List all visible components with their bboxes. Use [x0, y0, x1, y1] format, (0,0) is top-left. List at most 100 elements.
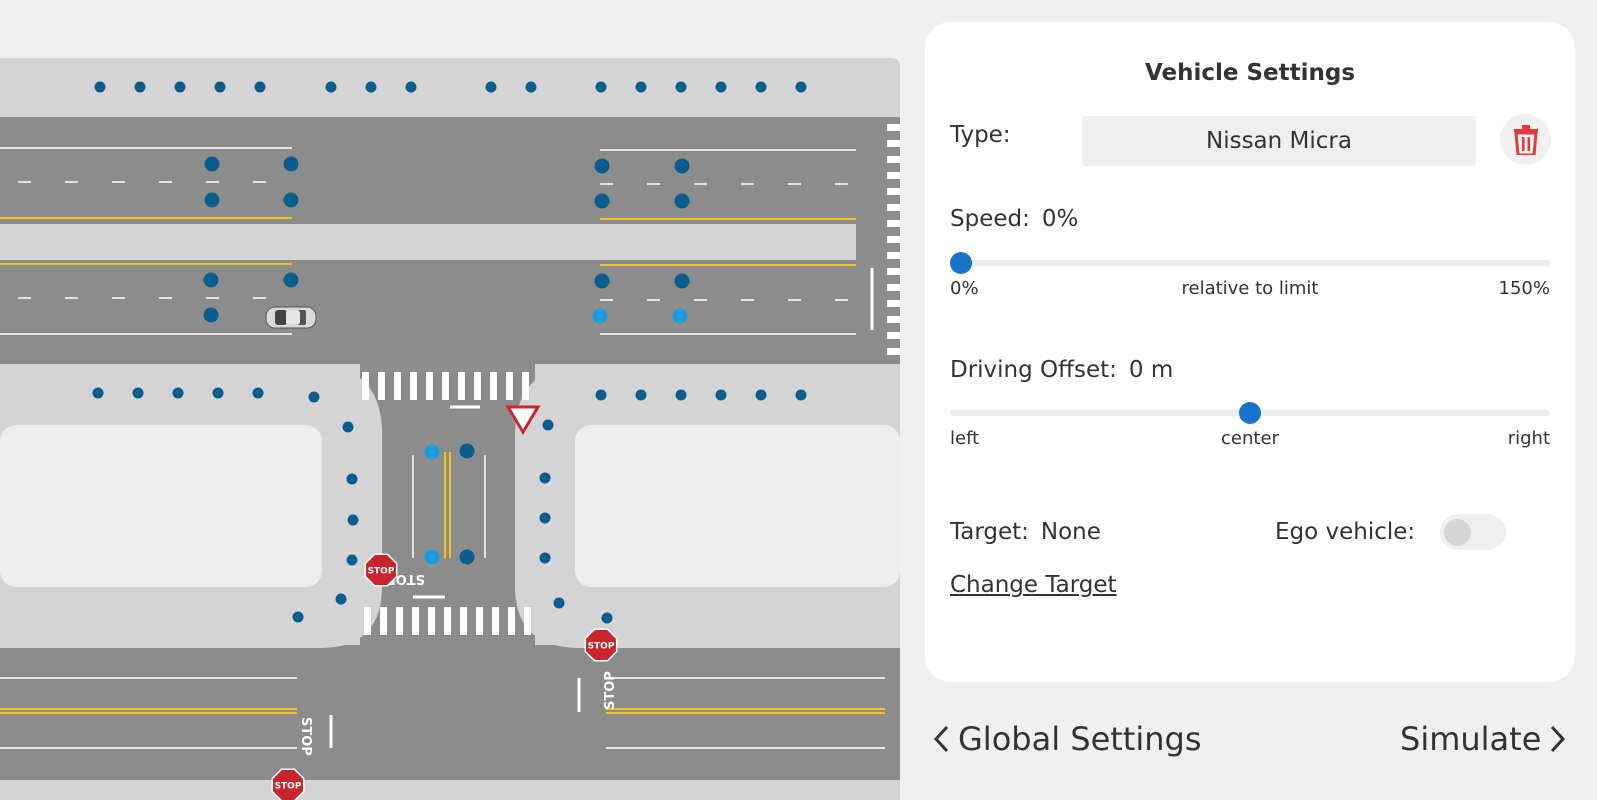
stop-sign: STOP — [364, 553, 398, 587]
waypoint-marker[interactable] — [635, 389, 647, 401]
speed-slider[interactable] — [950, 252, 1550, 274]
lane-waypoint-selected[interactable] — [424, 549, 440, 565]
waypoint-marker[interactable] — [292, 611, 304, 623]
waypoint-marker[interactable] — [795, 389, 807, 401]
target-row: Target: None — [950, 519, 1101, 545]
waypoint-marker[interactable] — [675, 81, 687, 93]
cross-street — [360, 360, 535, 650]
waypoint-marker[interactable] — [539, 512, 551, 524]
lane-waypoint[interactable] — [203, 307, 219, 323]
waypoint-marker[interactable] — [132, 387, 144, 399]
target-value: None — [1040, 519, 1101, 545]
lane-waypoint[interactable] — [204, 192, 220, 208]
stop-sign: STOP — [271, 768, 305, 800]
ego-vehicle-toggle[interactable] — [1440, 514, 1506, 550]
waypoint-marker[interactable] — [755, 389, 767, 401]
waypoint-marker[interactable] — [346, 554, 358, 566]
lane-waypoint-selected[interactable] — [672, 308, 688, 324]
speed-label: Speed: — [950, 206, 1030, 232]
offset-max-label: right — [1507, 428, 1550, 449]
lane-waypoint[interactable] — [203, 272, 219, 288]
waypoint-marker[interactable] — [212, 387, 224, 399]
lane-waypoint[interactable] — [283, 156, 299, 172]
trash-icon — [1513, 124, 1538, 155]
offset-label: Driving Offset: — [950, 357, 1117, 383]
stop-bars — [329, 268, 874, 748]
waypoint-marker[interactable] — [525, 81, 537, 93]
chevron-right-icon — [1551, 725, 1566, 753]
waypoint-marker[interactable] — [539, 472, 551, 484]
lane-waypoint[interactable] — [674, 193, 690, 209]
waypoint-marker[interactable] — [346, 473, 358, 485]
ego-vehicle-label: Ego vehicle: — [1275, 519, 1416, 545]
target-label: Target: — [950, 519, 1029, 545]
svg-text:STOP: STOP — [275, 782, 302, 792]
waypoint-marker[interactable] — [715, 81, 727, 93]
yield-sign — [505, 405, 541, 435]
svg-text:STOP: STOP — [588, 642, 615, 652]
lane-waypoint[interactable] — [283, 272, 299, 288]
speed-slider-thumb[interactable] — [950, 252, 972, 274]
lane-waypoint[interactable] — [204, 156, 220, 172]
waypoint-marker[interactable] — [252, 387, 264, 399]
global-settings-button[interactable]: Global Settings — [932, 720, 1202, 758]
waypoint-marker[interactable] — [347, 514, 359, 526]
waypoint-marker[interactable] — [405, 81, 417, 93]
waypoint-marker[interactable] — [134, 81, 146, 93]
speed-mid-label: relative to limit — [1181, 278, 1319, 299]
waypoint-marker[interactable] — [172, 387, 184, 399]
waypoint-marker[interactable] — [325, 81, 337, 93]
simulate-label: Simulate — [1400, 720, 1542, 758]
lane-waypoint[interactable] — [283, 192, 299, 208]
waypoint-marker[interactable] — [92, 387, 104, 399]
waypoint-marker[interactable] — [601, 612, 613, 624]
waypoint-marker[interactable] — [214, 81, 226, 93]
waypoint-marker[interactable] — [539, 552, 551, 564]
waypoint-marker[interactable] — [485, 81, 497, 93]
offset-slider-thumb[interactable] — [1239, 402, 1261, 424]
delete-vehicle-button[interactable] — [1500, 114, 1551, 165]
waypoint-marker[interactable] — [174, 81, 186, 93]
offset-mid-label: center — [1221, 428, 1279, 449]
waypoint-marker[interactable] — [635, 81, 647, 93]
vehicle-nissan-micra[interactable] — [265, 306, 317, 329]
lane-waypoint[interactable] — [594, 273, 610, 289]
lane-waypoint[interactable] — [459, 549, 475, 565]
offset-row: Driving Offset:0 m — [950, 357, 1173, 383]
vehicle-type-value: Nissan Micra — [1206, 128, 1352, 154]
lane-waypoint[interactable] — [459, 443, 475, 459]
lane-lines — [0, 147, 885, 749]
waypoint-marker[interactable] — [675, 389, 687, 401]
simulate-button[interactable]: Simulate — [1400, 720, 1567, 758]
road-marking-stop-bottom-right: STOP — [603, 671, 618, 710]
lane-waypoint-selected[interactable] — [592, 308, 608, 324]
vehicle-settings-panel: Vehicle Settings Type: Nissan Micra Spee… — [925, 22, 1575, 682]
lane-waypoint[interactable] — [594, 193, 610, 209]
waypoint-marker[interactable] — [542, 419, 554, 431]
waypoint-marker[interactable] — [335, 593, 347, 605]
lane-waypoint[interactable] — [594, 158, 610, 174]
waypoint-marker[interactable] — [755, 81, 767, 93]
ego-toggle-knob — [1444, 519, 1471, 546]
lane-waypoint-selected[interactable] — [424, 444, 440, 460]
waypoint-marker[interactable] — [595, 81, 607, 93]
waypoint-marker[interactable] — [94, 81, 106, 93]
waypoint-marker[interactable] — [595, 389, 607, 401]
waypoint-marker[interactable] — [795, 81, 807, 93]
crosswalks — [362, 124, 900, 635]
stop-sign: STOP — [584, 628, 618, 662]
vehicle-type-select[interactable]: Nissan Micra — [1082, 116, 1476, 166]
lane-waypoint[interactable] — [674, 158, 690, 174]
median — [0, 224, 856, 260]
offset-slider[interactable] — [950, 402, 1550, 424]
waypoint-marker[interactable] — [308, 391, 320, 403]
waypoint-marker[interactable] — [254, 81, 266, 93]
waypoint-marker[interactable] — [342, 421, 354, 433]
change-target-link[interactable]: Change Target — [950, 572, 1117, 598]
lane-waypoint[interactable] — [674, 273, 690, 289]
waypoint-marker[interactable] — [715, 389, 727, 401]
waypoint-marker[interactable] — [365, 81, 377, 93]
waypoint-marker[interactable] — [553, 597, 565, 609]
